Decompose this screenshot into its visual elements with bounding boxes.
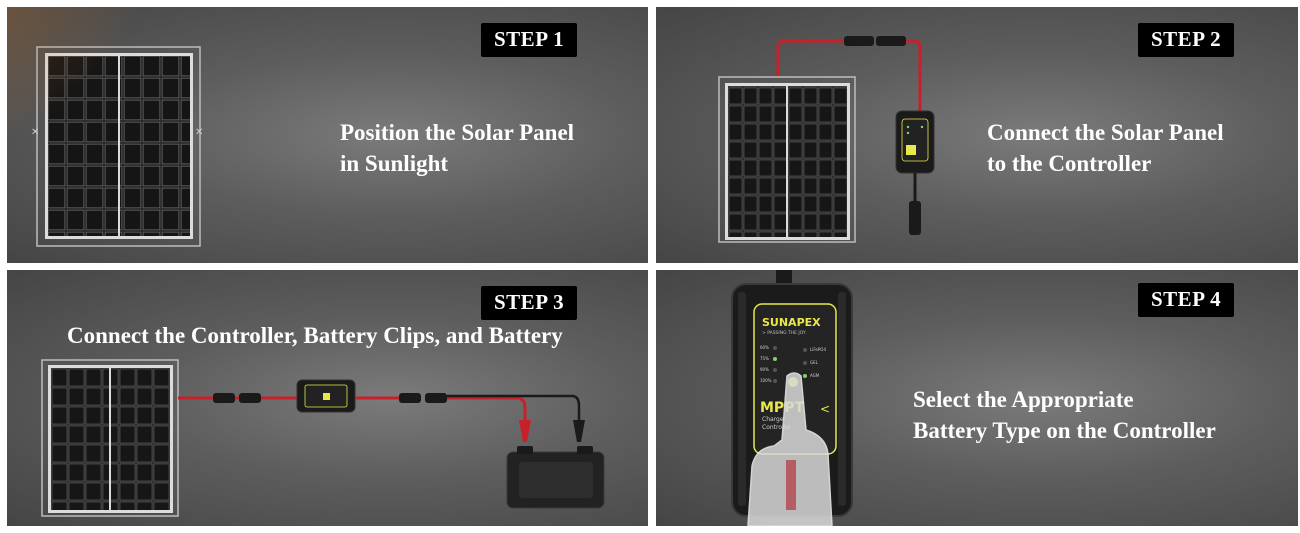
brand-logo: SUNAPEX bbox=[762, 316, 821, 329]
step-3-panel: STEP 3 Connect the Controller, Battery C… bbox=[7, 270, 648, 526]
svg-text:✕: ✕ bbox=[31, 127, 39, 138]
battery-type-label: GEL bbox=[810, 360, 819, 365]
step-4-panel: SUNAPEX > PASSING THE JOY 60% 75% 90% 10… bbox=[656, 270, 1298, 526]
step-4-caption-line-2: Battery Type on the Controller bbox=[913, 418, 1216, 443]
svg-text:<: < bbox=[820, 402, 830, 416]
battery-type-label: AGM bbox=[810, 373, 820, 378]
solar-panel-illustration: ✕ ✕ bbox=[7, 7, 203, 247]
step-4-caption: Select the Appropriate Battery Type on t… bbox=[913, 384, 1216, 446]
charge-controller bbox=[296, 379, 356, 413]
model-subtitle-2: Controller bbox=[762, 424, 792, 431]
red-battery-clip bbox=[519, 420, 531, 442]
led-indicator bbox=[773, 357, 777, 361]
charge-controller bbox=[895, 110, 935, 174]
step-1-caption-line-2: in Sunlight bbox=[340, 151, 449, 176]
voltage-label: 60% bbox=[760, 345, 769, 350]
step-2-badge: STEP 2 bbox=[1138, 23, 1235, 57]
full-system-illustration bbox=[41, 359, 605, 517]
step-3-badge: STEP 3 bbox=[481, 286, 578, 320]
hand-pressing-button bbox=[747, 372, 833, 526]
step-3-caption: Connect the Controller, Battery Clips, a… bbox=[67, 320, 563, 351]
led-indicator bbox=[773, 368, 777, 372]
led-indicator bbox=[773, 379, 777, 383]
panel-controller-illustration bbox=[718, 36, 935, 243]
step-4-badge: STEP 4 bbox=[1138, 283, 1235, 317]
sun-glow bbox=[7, 7, 197, 197]
step-1-badge: STEP 1 bbox=[481, 23, 578, 57]
voltage-label: 90% bbox=[760, 367, 769, 372]
svg-text:✕: ✕ bbox=[195, 127, 203, 138]
controller-closeup-illustration: SUNAPEX > PASSING THE JOY 60% 75% 90% 10… bbox=[731, 270, 853, 526]
step-1-panel: ✕ ✕ STEP 1 Position the Solar Panel in S… bbox=[7, 7, 648, 263]
black-battery-clip bbox=[573, 420, 585, 442]
led-indicator bbox=[803, 361, 807, 365]
led-indicator bbox=[803, 348, 807, 352]
step-3-caption-line-1: Connect the Controller, Battery Clips, a… bbox=[67, 323, 563, 348]
model-subtitle-1: Charge bbox=[762, 416, 784, 423]
step-2-panel: STEP 2 Connect the Solar Panel to the Co… bbox=[656, 7, 1298, 263]
step-1-caption-line-1: Position the Solar Panel bbox=[340, 120, 575, 145]
voltage-label: 100% bbox=[760, 378, 772, 383]
battery bbox=[506, 446, 605, 509]
step-2-caption-line-2: to the Controller bbox=[987, 151, 1152, 176]
brand-tagline: > PASSING THE JOY bbox=[762, 330, 806, 336]
battery-type-label: LiFePO4 bbox=[810, 347, 826, 352]
led-indicator bbox=[773, 346, 777, 350]
led-indicator bbox=[803, 374, 807, 378]
step-2-caption: Connect the Solar Panel to the Controlle… bbox=[987, 117, 1224, 179]
step-4-caption-line-1: Select the Appropriate bbox=[913, 387, 1134, 412]
mc4-connector bbox=[844, 36, 874, 46]
step-2-caption-line-1: Connect the Solar Panel bbox=[987, 120, 1224, 145]
step-1-caption: Position the Solar Panel in Sunlight bbox=[340, 117, 574, 179]
voltage-label: 75% bbox=[760, 356, 769, 361]
